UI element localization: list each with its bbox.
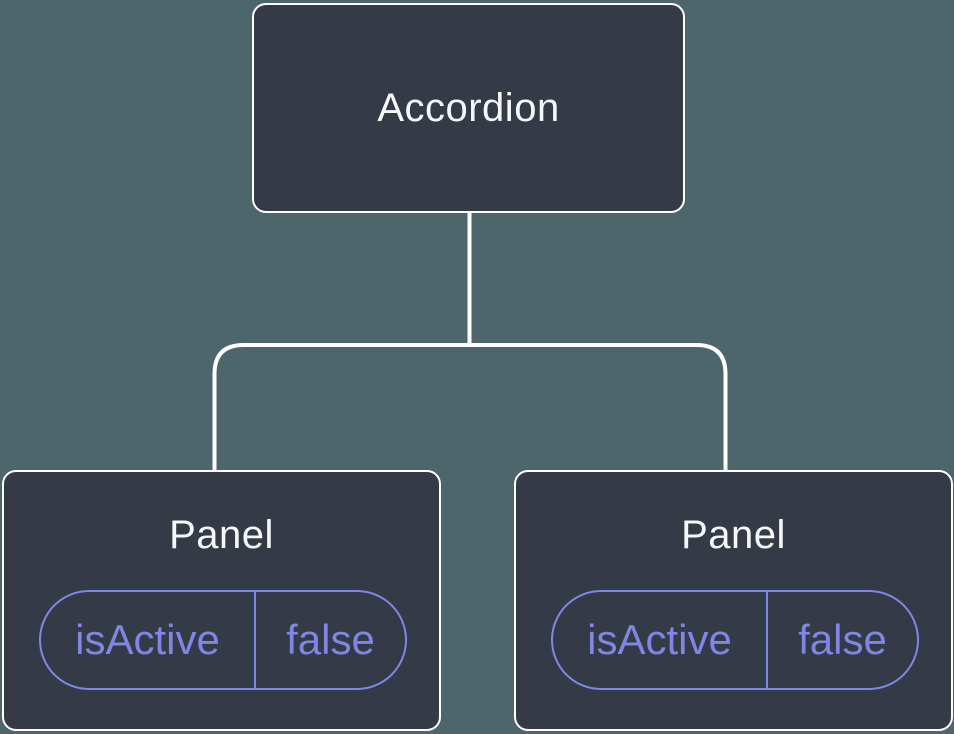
prop-name: isActive — [587, 616, 732, 663]
accordion-node-label: Accordion — [377, 86, 560, 130]
panel-node-label: Panel — [169, 513, 274, 557]
prop-name: isActive — [75, 616, 220, 663]
prop-badge: isActive false — [551, 590, 919, 690]
prop-value: false — [766, 592, 917, 688]
panel-node-label: Panel — [681, 513, 786, 557]
prop-value: false — [254, 592, 405, 688]
tree-node-panel-left: Panel isActive false — [2, 470, 441, 731]
tree-node-accordion: Accordion — [252, 3, 685, 213]
prop-badge: isActive false — [39, 590, 407, 690]
tree-node-panel-right: Panel isActive false — [514, 470, 953, 731]
connector-branch — [212, 343, 728, 470]
